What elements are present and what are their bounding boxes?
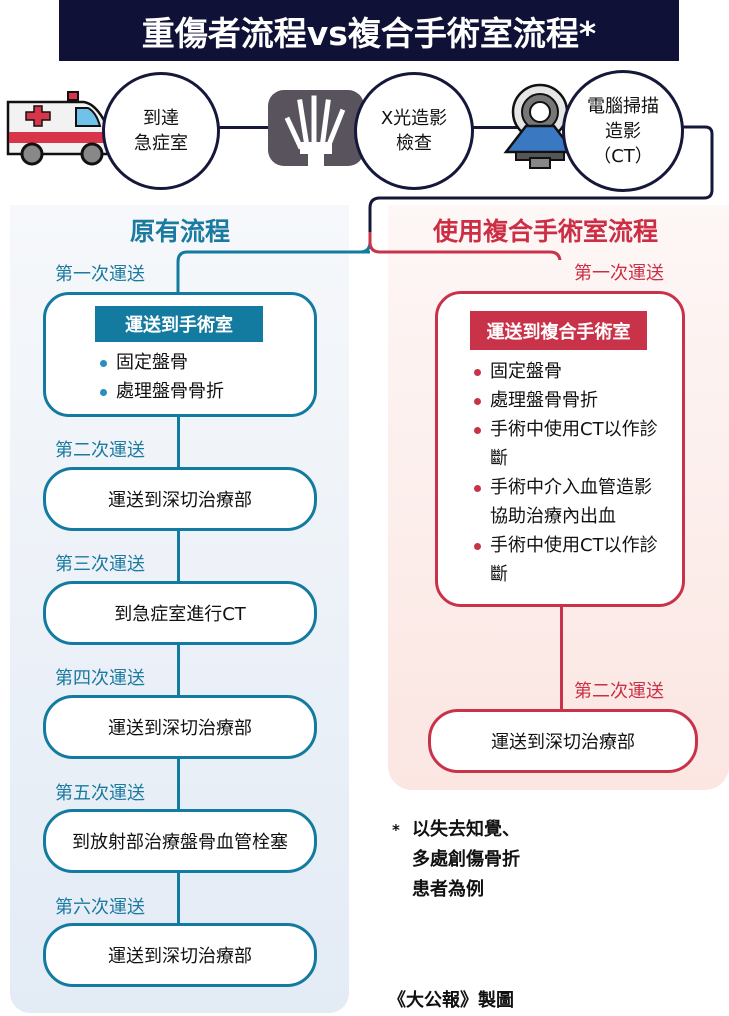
original-step-5-box: 到放射部治療盤骨血管栓塞 <box>43 809 317 873</box>
step-xray: X光造影檢查 <box>354 72 474 190</box>
step-label: 到達 <box>143 108 179 129</box>
original-step-3-label: 第三次運送 <box>55 554 145 575</box>
footnote-line: 患者為例 <box>412 879 484 900</box>
bullet-item: 固定盤骨 <box>100 348 224 377</box>
bullet-item: 處理盤骨骨折 <box>100 377 224 406</box>
footnote-star: * <box>392 821 400 839</box>
hybrid-step-1-label: 第一次運送 <box>574 263 664 284</box>
connector <box>177 645 180 697</box>
original-step-3-box: 到急症室進行CT <box>43 581 317 645</box>
original-branch-line <box>176 250 370 292</box>
connector <box>560 607 563 711</box>
original-step-6-label: 第六次運送 <box>55 897 145 918</box>
connector <box>177 417 180 469</box>
original-step-5-label: 第五次運送 <box>55 783 145 804</box>
bullet-item: 手術中使用CT以作診斷 <box>474 415 666 473</box>
bullet-item: 固定盤骨 <box>474 357 666 386</box>
xray-hand-icon <box>268 90 364 166</box>
original-step-1-label: 第一次運送 <box>55 264 145 285</box>
step-label: （CT） <box>593 145 653 167</box>
hybrid-step-2-box: 運送到深切治療部 <box>428 709 698 773</box>
hybrid-step-1-title: 運送到複合手術室 <box>470 311 647 350</box>
bullet-item: 手術中使用CT以作診斷 <box>474 531 666 589</box>
connector <box>177 759 180 811</box>
original-step-1-bullets: 固定盤骨 處理盤骨骨折 <box>100 348 224 406</box>
footnote: * 以失去知覺、 多處創傷骨折 患者為例 <box>392 815 520 905</box>
step-label: 急症室 <box>134 133 188 154</box>
credit: 《大公報》製圖 <box>388 990 514 1011</box>
step-arrive-er: 到達急症室 <box>102 72 220 190</box>
ambulance-icon <box>4 90 116 166</box>
step-label: X光造影 <box>380 108 448 129</box>
step-label: 電腦掃描 <box>587 95 659 117</box>
hybrid-step-2-label: 第二次運送 <box>574 681 664 702</box>
original-step-4-box: 運送到深切治療部 <box>43 695 317 759</box>
connector <box>177 531 180 583</box>
step-label: 造影 <box>605 120 641 142</box>
step-ct: 電腦掃描 造影 （CT） <box>562 70 684 192</box>
connector <box>177 873 180 925</box>
original-step-2-label: 第二次運送 <box>55 440 145 461</box>
original-step-1-title: 運送到手術室 <box>95 306 263 342</box>
bullet-item: 處理盤骨骨折 <box>474 386 666 415</box>
step-label: 檢查 <box>396 133 432 154</box>
footnote-line: 多處創傷骨折 <box>412 849 520 870</box>
hybrid-step-1-bullets: 固定盤骨 處理盤骨骨折 手術中使用CT以作診斷 手術中介入血管造影協助治療內出血… <box>474 357 666 589</box>
page-title: 重傷者流程vs複合手術室流程* <box>59 0 679 61</box>
original-flow-title: 原有流程 <box>130 217 231 246</box>
hybrid-flow-title: 使用複合手術室流程 <box>433 217 659 246</box>
original-step-6-box: 運送到深切治療部 <box>43 923 317 987</box>
footnote-line: 以失去知覺、 <box>412 819 520 840</box>
bullet-item: 手術中介入血管造影協助治療內出血 <box>474 473 666 531</box>
original-step-2-box: 運送到深切治療部 <box>43 467 317 531</box>
original-step-4-label: 第四次運送 <box>55 668 145 689</box>
